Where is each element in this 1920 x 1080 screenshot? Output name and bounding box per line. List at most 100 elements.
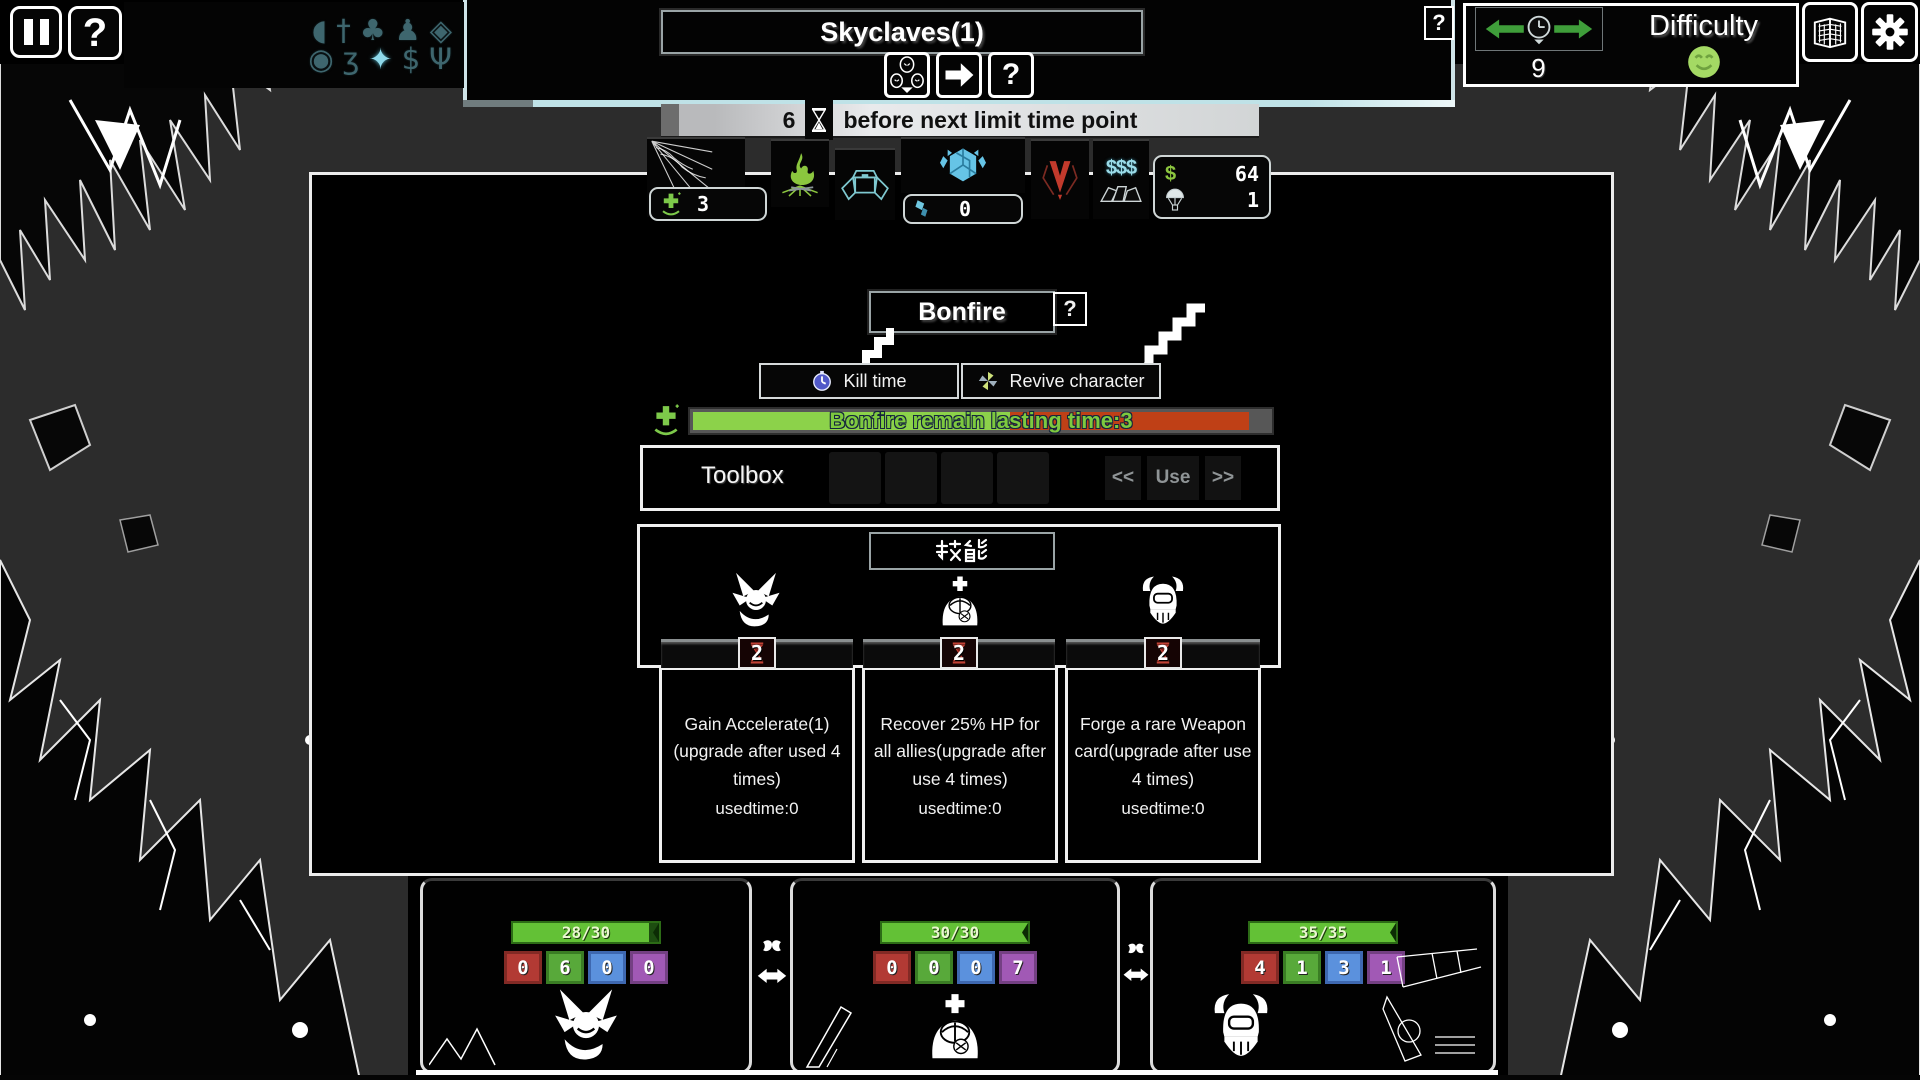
skill-description: Gain Accelerate(1) (upgrade after used 4… <box>673 714 841 789</box>
limit-timer-bar: 6 before next limit time point <box>661 100 1259 140</box>
skill-cooldown-bar[interactable]: 2 <box>1066 637 1260 669</box>
imp-portrait <box>548 983 624 1067</box>
toolbox-slot-1[interactable] <box>829 452 881 504</box>
hp-text: 28/30 <box>561 923 611 942</box>
toolbox-prev-button[interactable]: << <box>1105 456 1141 500</box>
timer-value: 6 <box>782 106 796 133</box>
sigil-row-1: ◖ † ♣ ♟ ◈ <box>312 16 452 45</box>
stat-purple: 7 <box>999 951 1037 984</box>
card-fan-icon <box>1099 185 1142 202</box>
bonfire-uses-value: 3 <box>697 192 710 216</box>
supply-value: 1 <box>1246 188 1259 212</box>
pause-button[interactable] <box>10 6 62 58</box>
stat-purple: 0 <box>630 951 668 984</box>
settings-button[interactable] <box>1861 2 1918 62</box>
party-card-medic[interactable]: 30/30 0 0 0 7 <box>790 878 1120 1074</box>
knife-doodle <box>805 1005 853 1068</box>
cooldown-value: 2 <box>1156 641 1170 665</box>
stat-row: 0 6 0 0 <box>504 951 668 984</box>
pause-icon <box>39 19 49 45</box>
gold-icon: $ <box>1165 162 1177 185</box>
medic-portrait[interactable] <box>931 568 989 632</box>
time-speed-controls[interactable] <box>1474 6 1603 51</box>
red-alert-icon <box>1042 161 1078 200</box>
revive-character-button[interactable]: Revive character <box>961 363 1161 399</box>
alert-resource-tile <box>1031 141 1089 219</box>
imp-portrait[interactable] <box>727 568 785 632</box>
skill-description-box: Forge a rare Weapon card(upgrade after u… <box>1065 667 1261 863</box>
skill-usedtime: usedtime:0 <box>1121 798 1205 818</box>
swap-party-left-button[interactable] <box>754 878 790 1074</box>
cooldown-chip: 2 <box>1144 637 1182 669</box>
stat-red: 4 <box>1241 951 1279 984</box>
hp-fill <box>882 923 1028 942</box>
relic-sigil-panel: ◖ † ♣ ♟ ◈ ◉ ʒ ✦ $ Ψ <box>124 2 464 88</box>
skill-usedtime: usedtime:0 <box>918 798 1002 818</box>
difficulty-label: Difficulty <box>1648 9 1759 42</box>
skill-cooldown-bar[interactable]: 2 <box>863 637 1055 669</box>
skills-title-glyph <box>935 538 988 563</box>
medic-portrait <box>917 983 993 1067</box>
camp-resource-tile <box>835 150 895 220</box>
location-title: Skyclaves(1) <box>820 16 984 47</box>
question-icon: ? <box>1001 58 1021 91</box>
heal-plant-icon <box>650 404 682 436</box>
enemies-button[interactable] <box>884 52 930 98</box>
stat-row: 4 1 3 1 <box>1241 951 1405 984</box>
skill-cooldown-bar[interactable]: 2 <box>661 637 853 669</box>
toolbox-title: Toolbox <box>701 462 784 489</box>
ground-line <box>416 1070 1498 1075</box>
gear-icon <box>1871 14 1908 50</box>
toolbox-next-button[interactable]: >> <box>1205 456 1241 500</box>
toolbox-slot-3[interactable] <box>941 452 993 504</box>
progress-fill-green <box>693 412 1014 430</box>
party-card-viking[interactable]: 35/35 4 1 3 1 <box>1150 878 1496 1074</box>
shard-count-value: 0 <box>959 197 972 221</box>
toolbox-use-button[interactable]: Use <box>1147 456 1199 500</box>
bonfire-uses-box: 3 <box>649 187 767 221</box>
bonfire-icon <box>782 153 818 197</box>
pinwheel-icon <box>979 371 998 391</box>
hp-fill <box>513 923 649 942</box>
right-spark-decoration <box>1130 303 1205 384</box>
difficulty-block: Difficulty <box>1611 6 1796 84</box>
toolbox-slot-4[interactable] <box>997 452 1049 504</box>
progress-fill-red <box>1010 412 1249 430</box>
viking-portrait[interactable] <box>1134 568 1192 632</box>
banner-help-button[interactable]: ? <box>988 52 1034 98</box>
skill-description-box: Gain Accelerate(1) (upgrade after used 4… <box>659 667 855 863</box>
location-title-box: Skyclaves(1) <box>661 10 1143 54</box>
tent-icon <box>841 170 889 201</box>
difficulty-help-button[interactable]: ? <box>1424 6 1454 40</box>
swap-party-right-button[interactable] <box>1122 878 1150 1074</box>
bonfire-help-button[interactable]: ? <box>1053 292 1087 326</box>
help-button[interactable]: ? <box>68 6 122 60</box>
toolbox-slot-2[interactable] <box>885 452 937 504</box>
bonfire-resource-tile <box>771 141 829 207</box>
eye-sigil-icon: ◉ <box>308 42 334 76</box>
hp-bar: 28/30 <box>511 921 661 944</box>
deck-button[interactable] <box>1802 2 1858 62</box>
crown-sigil-icon: Ψ <box>429 42 452 76</box>
stat-blue: 3 <box>1325 951 1363 984</box>
skill-description-box: Recover 25% HP for all allies(upgrade af… <box>862 667 1058 863</box>
banner-divider <box>463 100 1455 107</box>
stat-blue: 0 <box>588 951 626 984</box>
difficulty-panel: 9 Difficulty <box>1463 3 1799 87</box>
party-card-imp[interactable]: 28/30 0 6 0 0 <box>420 878 752 1074</box>
time-speed-block: 9 <box>1466 6 1611 84</box>
hp-fill <box>1250 923 1396 942</box>
swap-icon <box>1122 936 1150 998</box>
timer-label: before next limit time point <box>843 106 1138 133</box>
hp-text: 30/30 <box>930 923 980 942</box>
kill-time-button[interactable]: Kill time <box>759 363 959 399</box>
viking-portrait <box>1203 983 1279 1067</box>
cross-sigil-icon: † <box>336 13 351 47</box>
wallet-box: $ 64 1 <box>1153 155 1271 219</box>
dollar-sigil-icon: $ <box>401 42 421 76</box>
advance-button[interactable] <box>936 52 982 98</box>
skill-description: Forge a rare Weapon card(upgrade after u… <box>1074 714 1252 789</box>
spiderweb-icon <box>647 139 717 193</box>
question-icon: ? <box>1063 296 1077 321</box>
money-icon: $$$ <box>1105 156 1137 179</box>
